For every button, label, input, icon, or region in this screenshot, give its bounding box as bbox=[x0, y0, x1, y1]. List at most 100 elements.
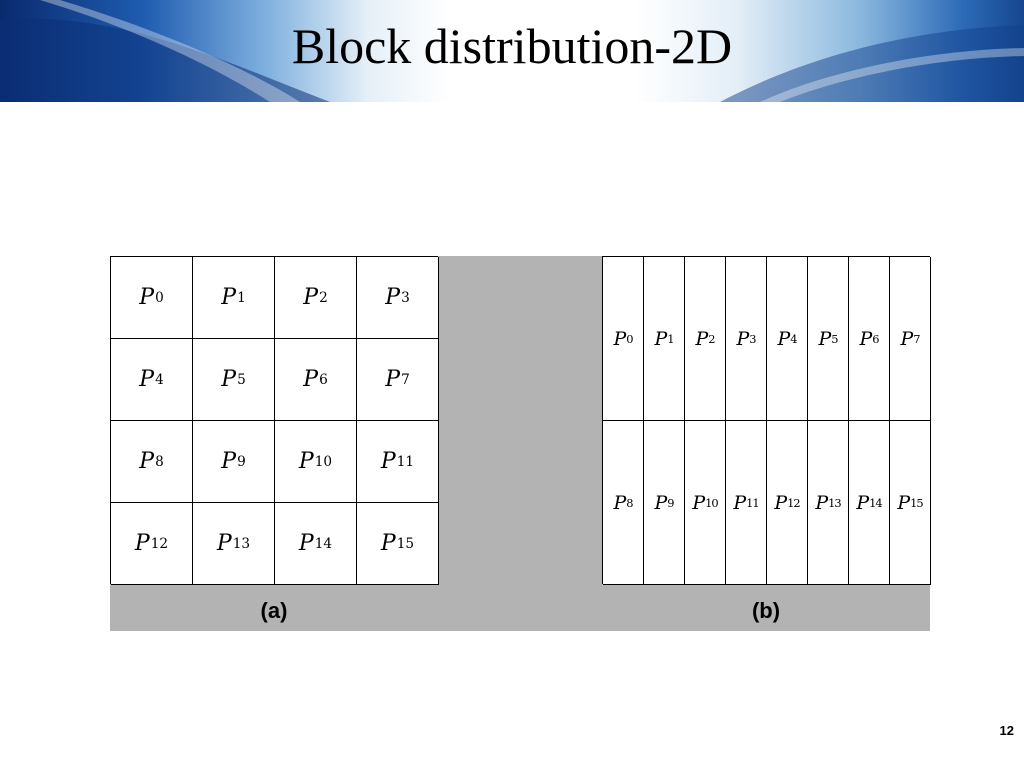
panel-b-cell-subscript: 15 bbox=[910, 495, 923, 510]
panel-a-cell-label: P bbox=[303, 367, 319, 392]
panel-b-cell-label: P bbox=[856, 491, 869, 514]
panel-b-cell-subscript: 14 bbox=[869, 495, 882, 510]
slide-title: Block distribution-2D bbox=[291, 18, 733, 74]
banner-swoosh-decoration bbox=[0, 0, 1024, 102]
panel-b-cell-label: P bbox=[613, 327, 626, 350]
panel-a-cell-label: P bbox=[134, 531, 150, 556]
panel-b-cell-subscript: 8 bbox=[626, 495, 633, 510]
panel-b-cell-subscript: 1 bbox=[667, 331, 674, 346]
panel-a-cell-label: P bbox=[216, 531, 232, 556]
panel-a-cell-subscript: 8 bbox=[155, 453, 164, 470]
panel-b-cell-label: P bbox=[777, 327, 790, 350]
panel-a-cell-subscript: 6 bbox=[319, 371, 328, 388]
panel-a-cell-label: P bbox=[139, 367, 155, 392]
panel-b-cell-label: P bbox=[900, 327, 913, 350]
panel-b-cell-subscript: 6 bbox=[872, 331, 879, 346]
panel-b-cell-label: P bbox=[733, 491, 746, 514]
panel-a-cell-subscript: 1 bbox=[237, 289, 246, 306]
panel-b-cell-subscript: 9 bbox=[667, 495, 674, 510]
panel-b-cell-label: P bbox=[692, 491, 705, 514]
panel-a-cell-label: P bbox=[221, 449, 237, 474]
panel-a-cell-subscript: 9 bbox=[237, 453, 246, 470]
panel-a-cell-subscript: 7 bbox=[401, 371, 410, 388]
panel-a-cell-subscript: 10 bbox=[314, 453, 333, 470]
panel-b-cell-subscript: 10 bbox=[705, 495, 718, 510]
panel-a-cell-label: P bbox=[385, 285, 401, 310]
panel-a-cell-subscript: 12 bbox=[150, 535, 169, 552]
page-number: 12 bbox=[999, 723, 1014, 738]
panel-a-cell-subscript: 5 bbox=[237, 371, 246, 388]
panel-b-cell-subscript: 12 bbox=[787, 495, 800, 510]
panel-b-cell-label: P bbox=[654, 491, 667, 514]
panel-b-cell-label: P bbox=[818, 327, 831, 350]
panel-b-cell-label: P bbox=[859, 327, 872, 350]
panel-a-cell-label: P bbox=[303, 285, 319, 310]
panel-b-cell-label: P bbox=[613, 491, 626, 514]
panel-a-cell-subscript: 2 bbox=[319, 289, 328, 306]
panel-a-cell-subscript: 11 bbox=[396, 453, 415, 470]
panel-a-cell-subscript: 14 bbox=[314, 535, 333, 552]
panel-a-cell-label: P bbox=[221, 367, 237, 392]
panel-b-caption: (b) bbox=[751, 598, 781, 623]
panel-b-cell-subscript: 11 bbox=[746, 495, 759, 510]
panel-b-cell-subscript: 3 bbox=[749, 331, 756, 346]
panel-b-cell-label: P bbox=[815, 491, 828, 514]
panel-a-cell-label: P bbox=[298, 531, 314, 556]
panel-a-cell-label: P bbox=[139, 449, 155, 474]
header-banner bbox=[0, 0, 1024, 102]
panel-a-cell-subscript: 0 bbox=[155, 289, 164, 306]
panel-a-cell-label: P bbox=[380, 449, 396, 474]
panel-b-cell-label: P bbox=[654, 327, 667, 350]
panel-b-cell-subscript: 2 bbox=[708, 331, 715, 346]
panel-a-cell-label: P bbox=[385, 367, 401, 392]
panel-b-cell-label: P bbox=[897, 491, 910, 514]
panel-a-cell-subscript: 3 bbox=[401, 289, 410, 306]
panel-a-cell-subscript: 15 bbox=[396, 535, 415, 552]
panel-b-cell-subscript: 4 bbox=[790, 331, 797, 346]
panel-a-cell-label: P bbox=[380, 531, 396, 556]
panel-b-cell-subscript: 7 bbox=[913, 331, 920, 346]
panel-b-cell-subscript: 0 bbox=[626, 331, 633, 346]
panel-a-cell-label: P bbox=[221, 285, 237, 310]
panel-b-cell-subscript: 5 bbox=[831, 331, 838, 346]
panel-a-cell-label: P bbox=[298, 449, 314, 474]
panel-a-caption: (a) bbox=[260, 598, 288, 623]
panel-a-cell-label: P bbox=[139, 285, 155, 310]
panel-b-cell-subscript: 13 bbox=[828, 495, 841, 510]
panel-a-cell-subscript: 4 bbox=[155, 371, 164, 388]
panel-b-cell-label: P bbox=[774, 491, 787, 514]
